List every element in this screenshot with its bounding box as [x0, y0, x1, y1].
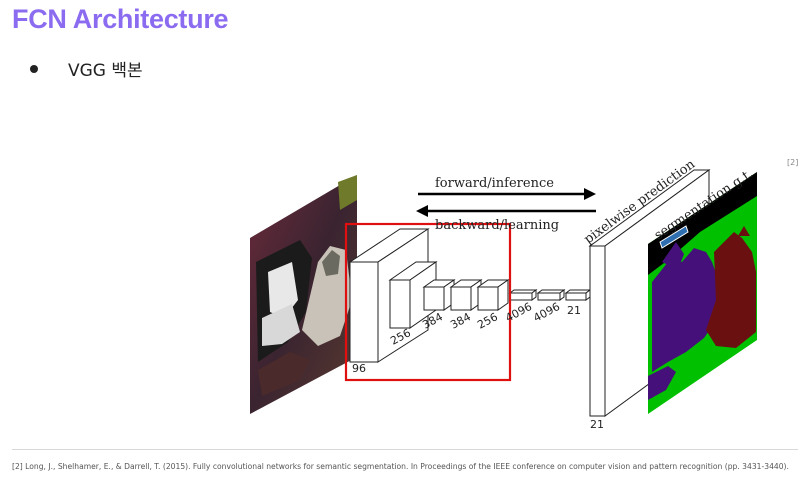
layer-label: 4096 — [531, 300, 562, 325]
conv-block-3 — [422, 279, 456, 311]
fc-block-3 — [564, 289, 592, 301]
fc-block-1 — [508, 289, 538, 301]
layer-label: 21 — [567, 304, 581, 317]
forward-arrow — [418, 188, 596, 200]
reference-footnote: [2] Long, J., Shelhamer, E., & Darrell, … — [12, 462, 789, 471]
segmentation-gt-image — [648, 172, 757, 414]
backward-label: backward/learning — [435, 218, 559, 233]
bullet-item: VGG 백본 — [30, 56, 143, 81]
conv-blocks — [348, 228, 592, 363]
layer-label: 4096 — [503, 300, 534, 325]
backbone-highlight-box — [344, 222, 512, 382]
conv-block-4 — [449, 279, 483, 311]
layer-label: 96 — [352, 362, 366, 375]
backward-arrow — [416, 205, 596, 217]
conv-block-5 — [476, 279, 510, 311]
slide-title: FCN Architecture — [12, 4, 229, 34]
layer-label: 256 — [475, 310, 500, 331]
bullet-text: VGG 백본 — [68, 61, 143, 81]
bullet-dot-icon — [30, 64, 38, 73]
forward-label: forward/inference — [435, 176, 554, 191]
reference-tag: [2] — [787, 158, 799, 167]
footnote-divider — [12, 449, 798, 450]
output-channels-label: 21 — [590, 418, 604, 431]
layer-label: 384 — [448, 310, 473, 331]
input-image — [250, 175, 357, 414]
fc-block-2 — [536, 289, 566, 301]
